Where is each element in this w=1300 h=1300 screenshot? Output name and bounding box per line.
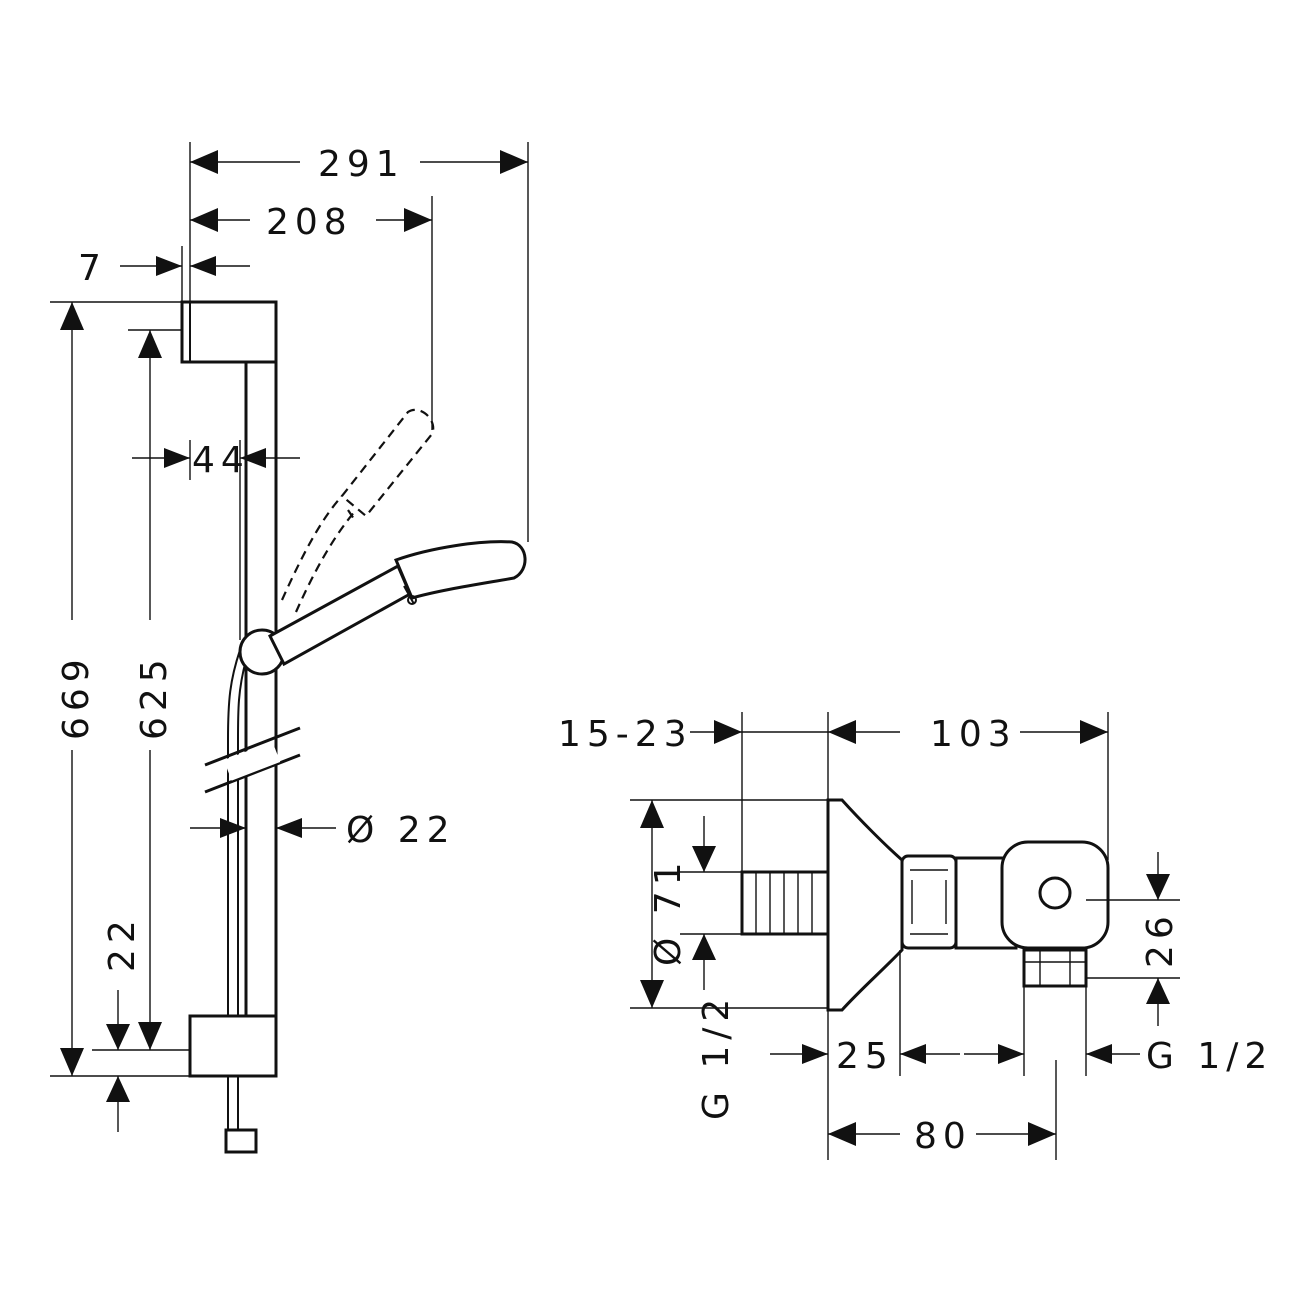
outlet-hole	[1038, 876, 1072, 910]
dim-103: 103	[930, 714, 1017, 755]
dim-291: 291	[318, 144, 405, 185]
wall-outlet-connector	[630, 712, 1180, 1160]
hand-shower-alt-position	[280, 408, 435, 613]
dim-44: 44	[192, 440, 250, 481]
dim-208: 208	[266, 202, 353, 243]
dim-diameter-22: Ø 22	[346, 810, 456, 851]
hose-connector	[224, 1128, 258, 1154]
dim-15-23: 15-23	[558, 714, 693, 755]
dim-26: 26	[1140, 910, 1181, 968]
dimension-labels: 291 208 7 44 669 625 22 Ø 22 15-23 103 Ø…	[56, 144, 1273, 1157]
dim-22: 22	[102, 914, 143, 972]
dim-g12-left: G 1/2	[696, 993, 737, 1120]
dim-7: 7	[78, 248, 107, 289]
dim-80: 80	[914, 1116, 972, 1157]
wall-rosette	[826, 798, 904, 1012]
bottom-outlet	[1022, 948, 1088, 988]
dim-625: 625	[134, 653, 175, 740]
hand-shower	[268, 540, 527, 667]
dim-669: 669	[56, 653, 97, 740]
dim-g12-right: G 1/2	[1146, 1036, 1273, 1077]
top-wall-bracket	[180, 300, 278, 364]
threaded-nipple	[740, 870, 830, 936]
shower-rail-set	[50, 142, 529, 1154]
shower-hose	[227, 649, 241, 1140]
bottom-wall-bracket	[188, 1014, 278, 1078]
dim-diameter-71: Ø 71	[648, 856, 689, 966]
dim-25: 25	[836, 1036, 894, 1077]
